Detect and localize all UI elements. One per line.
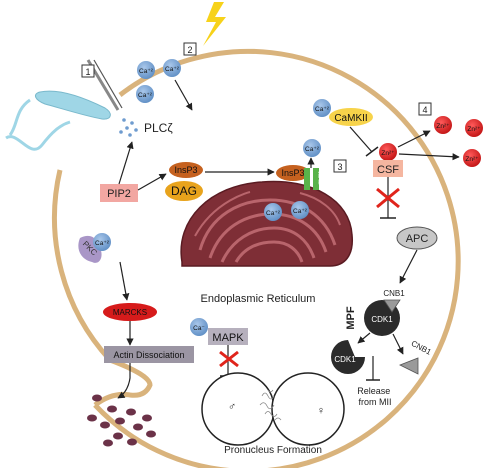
cdk1-free xyxy=(331,340,365,374)
zinc-ion: Zn²⁺ xyxy=(463,149,481,167)
svg-text:CDK1: CDK1 xyxy=(334,355,356,364)
svg-text:CNB1: CNB1 xyxy=(410,339,434,357)
mpf-label: MPF xyxy=(345,306,357,330)
female-pronucleus xyxy=(271,372,345,446)
actin-dissociation-box xyxy=(104,346,194,363)
arrow-ca-to-plc xyxy=(174,79,193,111)
cortical-granules xyxy=(87,394,156,447)
insp3-oval xyxy=(169,162,203,178)
svg-text:Ca⁺²: Ca⁺² xyxy=(266,210,281,217)
inhibit-camkii-csf xyxy=(349,126,373,153)
mapk-box xyxy=(208,328,248,345)
calcium-ion: Ca⁺² xyxy=(163,59,181,77)
step-box-2: 2 xyxy=(183,42,197,56)
svg-text:CSF: CSF xyxy=(377,164,399,176)
svg-text:Ca⁺²: Ca⁺² xyxy=(293,208,308,215)
male-symbol: ♂ xyxy=(228,401,236,413)
arrow-apc-mpf xyxy=(399,249,418,284)
step-box-4: 4 xyxy=(418,102,432,116)
female-symbol: ♀ xyxy=(317,405,325,417)
arrow-zn-out-2 xyxy=(398,153,460,161)
svg-text:Ca⁺²: Ca⁺² xyxy=(95,240,110,247)
cnb1-triangle xyxy=(383,299,401,313)
dag-oval xyxy=(165,181,203,201)
svg-text:3: 3 xyxy=(337,162,342,172)
sperm-icon xyxy=(5,90,111,151)
calcium-ion: Ca⁺² xyxy=(264,203,282,221)
zinc-ion: Zn²⁺ xyxy=(465,119,483,137)
zinc-ion: Zn²⁺ xyxy=(379,143,397,161)
svg-text:CDK1: CDK1 xyxy=(371,315,393,324)
svg-text:InsP3: InsP3 xyxy=(281,168,304,178)
svg-text:MAPK: MAPK xyxy=(212,332,244,344)
arrow-zn-out-1 xyxy=(397,130,431,148)
calcium-ion: Ca⁺² xyxy=(313,99,331,117)
svg-text:Ca⁺²: Ca⁺² xyxy=(139,68,154,75)
arrow-mpf-to-cdk1 xyxy=(357,332,371,344)
apc-oval xyxy=(396,226,438,250)
pip2-box xyxy=(100,184,138,202)
svg-text:CNB1: CNB1 xyxy=(383,289,405,298)
svg-text:InsP3: InsP3 xyxy=(174,165,197,175)
svg-text:1: 1 xyxy=(85,67,90,77)
lightning-icon xyxy=(203,2,226,46)
calcium-ion: Ca⁺² xyxy=(303,139,321,157)
svg-text:Ca⁺²: Ca⁺² xyxy=(305,146,320,153)
arrow-pkc-marcks xyxy=(119,261,130,301)
marcks-oval xyxy=(103,303,157,321)
pronucleus-label: Pronucleus Formation xyxy=(224,445,322,456)
svg-text:4: 4 xyxy=(422,105,427,115)
inhibition-x-icon xyxy=(376,187,400,209)
cnb1-free xyxy=(399,357,419,375)
plc-zeta-label: PLCζ xyxy=(144,121,173,135)
egg-membrane-left xyxy=(51,169,112,362)
calcium-ion: Ca⁺² xyxy=(136,85,154,103)
csf-box xyxy=(373,160,403,177)
svg-text:Ca⁺²: Ca⁺² xyxy=(138,92,153,99)
svg-text:Zn²⁺: Zn²⁺ xyxy=(436,123,450,130)
svg-text:Actin Dissociation: Actin Dissociation xyxy=(113,350,184,360)
male-pronucleus xyxy=(201,372,275,446)
svg-text:InsP3R: InsP3R xyxy=(317,171,322,184)
svg-text:2: 2 xyxy=(187,45,192,55)
calcium-ion: Ca⁺² xyxy=(93,233,111,251)
step-box-3: 3 xyxy=(333,159,347,173)
arrow-pip2-to-plc xyxy=(118,141,134,185)
calcium-ion: Ca⁻ xyxy=(190,318,208,336)
svg-text:Zn²⁺: Zn²⁺ xyxy=(381,150,395,157)
insp3-oval-er xyxy=(276,165,310,181)
arrow-actin-exocytosis xyxy=(117,363,131,399)
chromatin-squiggles xyxy=(259,389,282,421)
camkii-oval xyxy=(329,108,373,126)
er-label: Endoplasmic Reticulum xyxy=(201,293,316,305)
egg-membrane xyxy=(93,48,461,468)
calcium-ion: Ca⁺² xyxy=(137,61,155,79)
svg-text:Zn²⁺: Zn²⁺ xyxy=(467,126,481,133)
release-label: Release from MII xyxy=(357,386,393,407)
svg-text:Zn²⁺: Zn²⁺ xyxy=(465,156,479,163)
svg-text:CaMKII: CaMKII xyxy=(334,113,367,124)
svg-text:MARCKS: MARCKS xyxy=(113,308,147,317)
arrow-pip2-to-insp3 xyxy=(137,173,167,191)
calcium-ion: Ca⁺² xyxy=(291,201,309,219)
svg-text:DAG: DAG xyxy=(171,184,197,198)
arrow-mpf-to-cnb1 xyxy=(392,333,404,355)
er-icon xyxy=(180,180,353,267)
receptor-icon: InsP3R xyxy=(304,168,322,190)
svg-text:Ca⁺²: Ca⁺² xyxy=(315,106,330,113)
pip2-label: PIP2 xyxy=(107,188,131,200)
step-box-1: 1 xyxy=(81,64,95,78)
zinc-ion: Zn²⁺ xyxy=(434,116,452,134)
plc-zeta-dots xyxy=(119,118,138,137)
svg-text:Ca⁺²: Ca⁺² xyxy=(165,66,180,73)
svg-text:Ca⁻: Ca⁻ xyxy=(193,325,205,332)
svg-text:APC: APC xyxy=(406,233,429,245)
inhibition-x-icon xyxy=(219,350,239,368)
membrane-exocytosis-loop xyxy=(93,357,153,408)
